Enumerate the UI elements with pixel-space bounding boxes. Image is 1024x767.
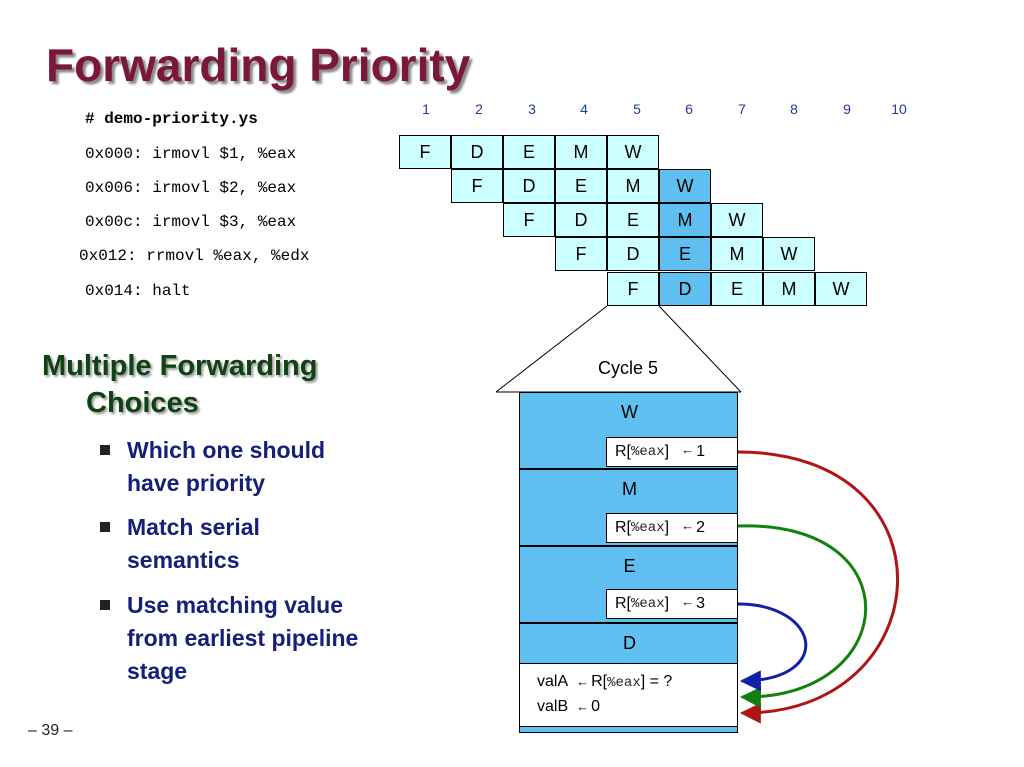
pipeline-cell: M	[555, 135, 607, 169]
zoom-line-left	[495, 305, 608, 393]
write-value: 3	[696, 595, 705, 612]
zoom-line-right	[658, 305, 742, 393]
assign-arrow-icon: ←	[681, 593, 695, 609]
write-suffix: ]	[664, 595, 670, 612]
pipeline-cell: W	[763, 237, 815, 271]
vala-suffix: ] = ?	[640, 673, 673, 690]
write-box-m: R[%eax] ←2	[606, 513, 738, 543]
write-prefix: R[	[615, 595, 631, 612]
code-line-3: 0x00c: irmovl $3, %eax	[85, 213, 297, 231]
pipeline-cell: F	[555, 237, 607, 271]
pipeline-cell: W	[815, 272, 867, 306]
pipeline-cell: D	[555, 203, 607, 237]
pipeline-cell-highlighted: E	[659, 237, 711, 271]
bullet-text: Use matching value	[127, 592, 344, 618]
forward-arrow-green	[737, 524, 868, 708]
bullet-text: have priority	[127, 470, 266, 496]
cycle-5-label: Cycle 5	[598, 358, 659, 378]
pipeline-cell-highlighted: W	[659, 169, 711, 203]
pipeline-cell: M	[763, 272, 815, 306]
stage-w-label: W	[621, 402, 638, 422]
write-suffix: ]	[664, 519, 670, 536]
write-box-e: R[%eax] ←3	[606, 589, 738, 619]
section-heading: Multiple Forwarding Choices	[42, 348, 318, 422]
pipeline-cell: E	[555, 169, 607, 203]
write-prefix: R[	[615, 519, 631, 536]
register-name: %eax	[607, 675, 641, 691]
pipeline-cell: F	[451, 169, 503, 203]
cycle-number-8: 8	[790, 101, 798, 117]
pipeline-cell: M	[711, 237, 763, 271]
cycle-number-6: 6	[685, 101, 693, 117]
pipeline-cell: W	[711, 203, 763, 237]
stage-d-label: D	[623, 633, 636, 653]
stage-m-box: M	[519, 469, 738, 546]
cycle-number-10: 10	[891, 101, 907, 117]
code-line-2: 0x006: irmovl $2, %eax	[85, 179, 297, 197]
assign-arrow-icon: ←	[576, 699, 590, 714]
pipeline-cell: F	[399, 135, 451, 169]
cycle-number-7: 7	[738, 101, 746, 117]
bullet-square-icon	[100, 600, 110, 610]
bullet-text: Match serial	[127, 514, 260, 540]
cycle-number-4: 4	[580, 101, 588, 117]
pipeline-cell: E	[503, 135, 555, 169]
cycle-number-5: 5	[633, 101, 641, 117]
write-value: 1	[696, 443, 705, 460]
pipeline-cell-highlighted: D	[659, 272, 711, 306]
cycle-number-2: 2	[475, 101, 483, 117]
vala-name: valA	[537, 673, 569, 690]
heading-line: Multiple Forwarding	[42, 350, 318, 382]
assign-arrow-icon: ←	[576, 674, 590, 689]
pipeline-cell: E	[607, 203, 659, 237]
pipeline-cell: F	[607, 272, 659, 306]
write-box-w: R[%eax] ←1	[606, 437, 738, 467]
program-filename: # demo-priority.ys	[85, 110, 258, 128]
cycle-number-9: 9	[843, 101, 851, 117]
assign-arrow-icon: ←	[681, 441, 695, 457]
pipeline-cell: F	[503, 203, 555, 237]
register-name: %eax	[631, 520, 665, 536]
assign-arrow-icon: ←	[681, 517, 695, 533]
page-number: – 39 –	[28, 722, 73, 739]
bullet-text: semantics	[127, 547, 240, 573]
pipeline-cell-highlighted: M	[659, 203, 711, 237]
pipeline-cell: E	[711, 272, 763, 306]
stage-m-label: M	[622, 479, 637, 499]
bullet-square-icon	[100, 522, 110, 532]
write-suffix: ]	[664, 443, 670, 460]
pipeline-cell: W	[607, 135, 659, 169]
pipeline-cell: D	[607, 237, 659, 271]
bullet-text: from earliest pipeline	[127, 625, 359, 651]
forward-arrow-blue	[737, 602, 808, 692]
bullet-text: Which one should	[127, 437, 326, 463]
valb-line: valB ←0	[537, 698, 600, 716]
pipeline-cell: D	[503, 169, 555, 203]
cycle-number-1: 1	[422, 101, 430, 117]
register-name: %eax	[631, 444, 665, 460]
code-line-5: 0x014: halt	[85, 282, 191, 300]
valb-value: 0	[591, 698, 601, 715]
vala-prefix: R[	[591, 673, 608, 690]
slide-title: Forwarding Priority	[46, 39, 471, 91]
valb-name: valB	[537, 698, 569, 715]
forward-arrow-red	[737, 450, 900, 724]
code-line-1: 0x000: irmovl $1, %eax	[85, 145, 297, 163]
vala-line: valA ←R[%eax] = ?	[537, 673, 672, 691]
stage-e-label: E	[623, 556, 636, 576]
decode-box: valA ←R[%eax] = ? valB ←0	[519, 663, 738, 727]
bullet-square-icon	[100, 445, 110, 455]
cycle-number-3: 3	[528, 101, 536, 117]
code-line-4: 0x012: rrmovl %eax, %edx	[79, 247, 310, 265]
pipeline-cell: M	[607, 169, 659, 203]
write-value: 2	[696, 519, 705, 536]
heading-line: Choices	[86, 387, 199, 419]
register-name: %eax	[631, 596, 665, 612]
pipeline-cell: D	[451, 135, 503, 169]
bullet-text: stage	[127, 658, 188, 684]
write-prefix: R[	[615, 443, 631, 460]
